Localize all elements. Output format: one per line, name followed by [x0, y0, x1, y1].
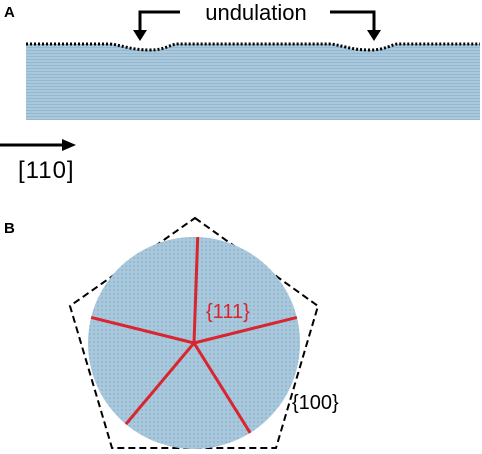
- surface-outline: [26, 42, 480, 52]
- panel-b-label: B: [4, 220, 15, 237]
- direction-arrow-head: [62, 139, 76, 151]
- undulation-label: undulation: [205, 0, 307, 25]
- twin-boundary-line: [192, 342, 252, 434]
- undulation-arrow-right-head: [367, 30, 381, 41]
- twin-boundary-line: [192, 237, 200, 344]
- undulation-arrow-left-head: [133, 30, 147, 41]
- twin-boundary-line: [193, 315, 298, 345]
- twin-boundary-line: [90, 315, 195, 345]
- undulation-arrow-right: [330, 10, 376, 32]
- facet-100-label: {100}: [292, 392, 339, 414]
- twin-boundaries: [90, 237, 298, 434]
- undulation-arrow-left: [138, 10, 180, 32]
- facet-111-label: {111}: [206, 301, 250, 323]
- twin-boundary-line: [124, 342, 196, 426]
- pentagon-outline: [68, 216, 320, 449]
- panel-a-label: A: [4, 4, 15, 21]
- nanowire-side-view: [26, 44, 480, 120]
- direction-label: [110]: [18, 157, 75, 184]
